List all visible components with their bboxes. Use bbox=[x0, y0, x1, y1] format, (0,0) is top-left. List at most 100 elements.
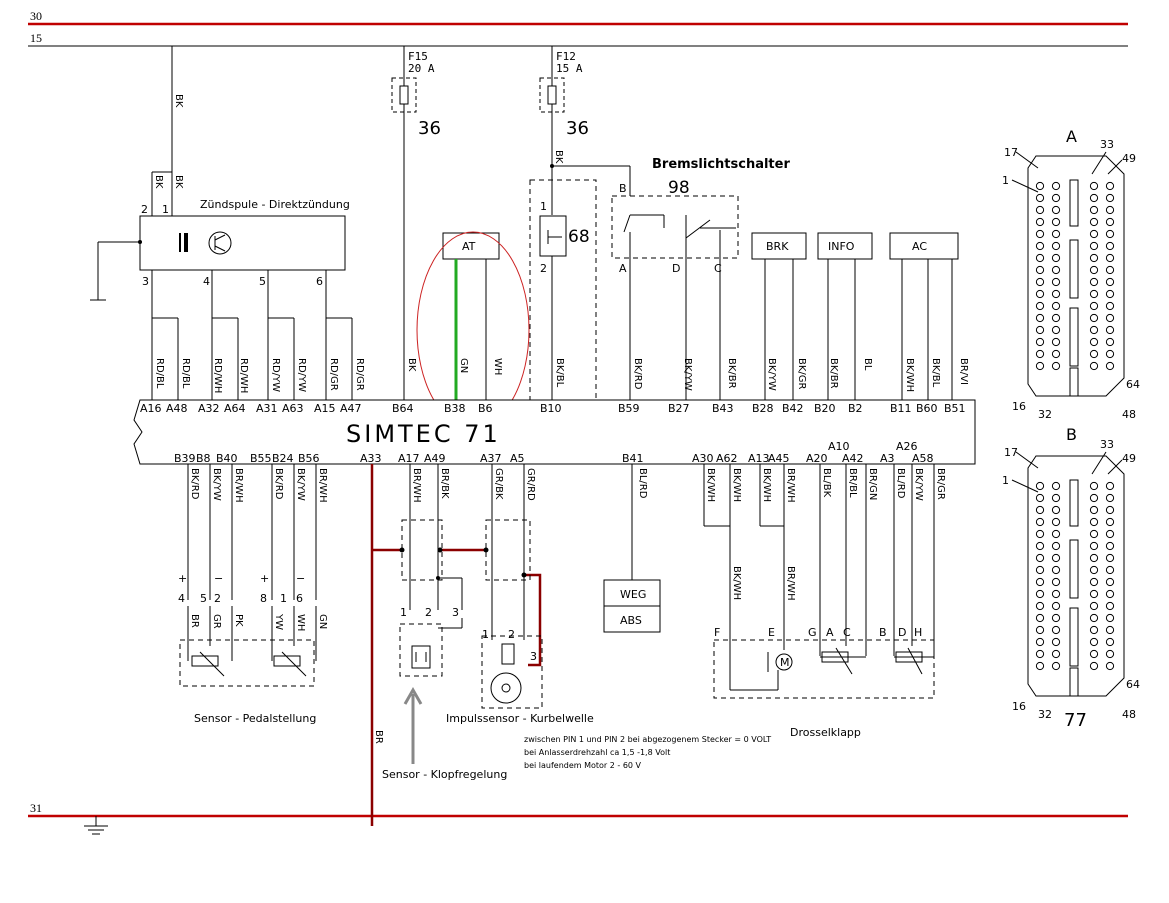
ecu-top-wire-label: BK/BR bbox=[726, 358, 737, 389]
connector-pin bbox=[1051, 505, 1061, 515]
throttle-pin-b: B bbox=[879, 626, 887, 639]
fuse-f12-name: F12 bbox=[556, 50, 576, 63]
connector-pin bbox=[1089, 529, 1099, 539]
connector-pin bbox=[1051, 181, 1061, 191]
wire-label-bk-ign2: BK bbox=[153, 175, 164, 189]
ignition-coil: Zündspule - Direktzündung 2 1 3 4 5 6 bbox=[139, 198, 350, 288]
connector-pin bbox=[1051, 229, 1061, 239]
connector-leader bbox=[1015, 151, 1039, 169]
ecu-top-pin: A63 bbox=[282, 402, 304, 415]
connector-pin bbox=[1105, 277, 1115, 287]
abs-label: ABS bbox=[620, 614, 642, 627]
connector-pin bbox=[1089, 541, 1099, 551]
ecu-simtec71: SIMTEC 71 bbox=[133, 399, 976, 465]
connector-pin bbox=[1089, 553, 1099, 563]
pedal-wire-gr: GR bbox=[211, 614, 222, 629]
rail-31-label: 31 bbox=[30, 801, 42, 815]
connector-pin bbox=[1105, 529, 1115, 539]
ecu-bottom-pin: A49 bbox=[424, 452, 446, 465]
connector-b-ref: 77 bbox=[1064, 710, 1087, 731]
connector-pin bbox=[1035, 553, 1045, 563]
rail-15-label: 15 bbox=[30, 31, 42, 45]
ecu-top-pin: B43 bbox=[712, 402, 734, 415]
connector-pin bbox=[1105, 601, 1115, 611]
connector-pin bbox=[1089, 349, 1099, 359]
connector-pin bbox=[1035, 625, 1045, 635]
ecu-bottom-wire-label: BL/RD bbox=[637, 468, 648, 499]
crank-sensor bbox=[481, 464, 543, 709]
connector-pin bbox=[1051, 481, 1061, 491]
throttle-pin-h: H bbox=[914, 626, 922, 639]
ecu-pin-a10: A10 bbox=[828, 440, 850, 453]
ecu-bottom-wire-label: BK/RD bbox=[273, 468, 284, 500]
connector-pin bbox=[1089, 253, 1099, 263]
ecu-top-wire-label: RD/WH bbox=[238, 358, 249, 393]
ignition-pin-2: 2 bbox=[141, 203, 148, 216]
connector-pin bbox=[1089, 289, 1099, 299]
pedal-pin-4: 4 bbox=[178, 592, 185, 605]
ecu-bottom-pin: B56 bbox=[298, 452, 320, 465]
connector-pin bbox=[1089, 565, 1099, 575]
connector-pin bbox=[1105, 349, 1115, 359]
connector-leader bbox=[1011, 479, 1039, 493]
ecu-bottom-pin: A17 bbox=[398, 452, 420, 465]
fuse-f15-ref: 36 bbox=[418, 118, 441, 139]
br-ground-wire bbox=[370, 464, 542, 826]
note-line-2: bei Anlasserdrehzahl ca 1,5 -1,8 Volt bbox=[524, 748, 670, 757]
connector-pin-label: 17 bbox=[1004, 146, 1018, 159]
connector-leader bbox=[1091, 151, 1107, 175]
fuse-f15-rating: 20 A bbox=[408, 62, 435, 75]
connector-pin bbox=[1089, 649, 1099, 659]
connector-pin bbox=[1035, 229, 1045, 239]
throttle-pin-a: A bbox=[826, 626, 834, 639]
connector-pin bbox=[1035, 253, 1045, 263]
connector-pin bbox=[1035, 529, 1045, 539]
wire-label-br-gnd: BR bbox=[373, 730, 384, 744]
ecu-top-pin: A15 bbox=[314, 402, 336, 415]
wire-label-bk-ign: BK bbox=[173, 94, 184, 108]
ecu-top-wire-label: BK/BL bbox=[930, 358, 941, 388]
connector-slot bbox=[1069, 307, 1079, 367]
connector-pin bbox=[1105, 577, 1115, 587]
connector-pin-label: 49 bbox=[1122, 452, 1136, 465]
connector-pin-label: 49 bbox=[1122, 152, 1136, 165]
connector-pin bbox=[1051, 589, 1061, 599]
ecu-bottom-pin: B40 bbox=[216, 452, 238, 465]
connector-pin bbox=[1105, 649, 1115, 659]
connector-pin bbox=[1051, 289, 1061, 299]
connector-pin bbox=[1035, 205, 1045, 215]
connector-pin-label: 1 bbox=[1002, 174, 1009, 187]
connector-pin bbox=[1035, 613, 1045, 623]
connector-pin bbox=[1089, 325, 1099, 335]
fuse-f15: F15 20 A 36 bbox=[391, 46, 441, 400]
ecu-bottom-pin: A45 bbox=[768, 452, 790, 465]
connector-pin-label: 48 bbox=[1122, 708, 1136, 721]
pedal-pin-2: 2 bbox=[214, 592, 221, 605]
fuse-f15-name: F15 bbox=[408, 50, 428, 63]
connector-pin-label: 16 bbox=[1012, 700, 1026, 713]
connector-pin bbox=[1035, 517, 1045, 527]
connector-pin-label: 32 bbox=[1038, 408, 1052, 421]
ecu-bottom-pin: A30 bbox=[692, 452, 714, 465]
ecu-top-wire-label: BK/GR bbox=[796, 358, 807, 390]
connector-pin bbox=[1035, 265, 1045, 275]
connector-pin bbox=[1089, 265, 1099, 275]
connector-pin bbox=[1089, 577, 1099, 587]
ecu-top-wire-label: BK/WH bbox=[904, 358, 915, 392]
connector-pin bbox=[1105, 361, 1115, 371]
ecu-bottom-pin: A5 bbox=[510, 452, 525, 465]
ecu-top-pin: B60 bbox=[916, 402, 938, 415]
connector-pin bbox=[1035, 661, 1045, 671]
ecu-title: SIMTEC 71 bbox=[346, 420, 501, 448]
connector-pin bbox=[1035, 493, 1045, 503]
ecu-top-pin: A32 bbox=[198, 402, 220, 415]
throttle-wire-label: BK/WH bbox=[731, 566, 742, 600]
connector-pin bbox=[1105, 205, 1115, 215]
ecu-bottom-wire-label: BR/WH bbox=[411, 468, 422, 503]
connector-pin bbox=[1105, 217, 1115, 227]
ecu-bottom-wire-label: BR/BK bbox=[439, 468, 450, 499]
ecu-bottom-wire-label: BR/WH bbox=[233, 468, 244, 503]
